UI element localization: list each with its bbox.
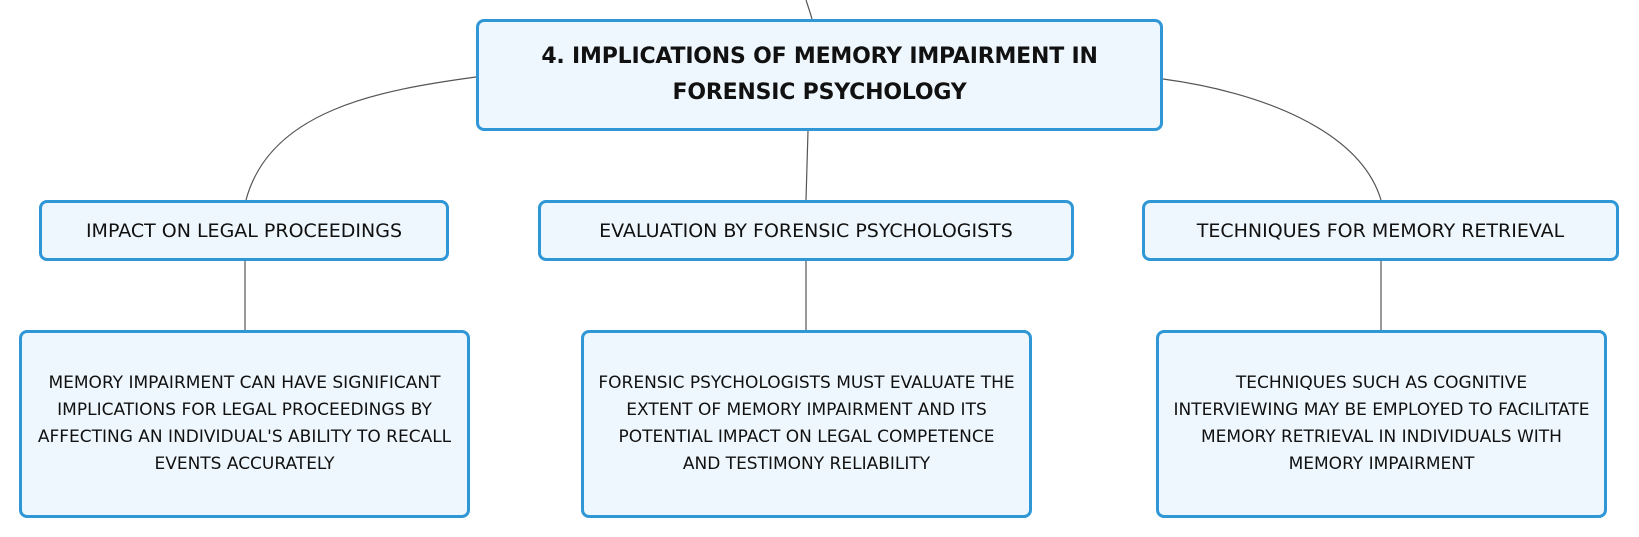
topic-label: IMPACT ON LEGAL PROCEEDINGS: [85, 219, 403, 242]
detail-node-impact-on-legal-proceedings[interactable]: MEMORY IMPAIRMENT CAN HAVE SIGNIFICANT I…: [19, 330, 470, 518]
detail-text: FORENSIC PSYCHOLOGISTS MUST EVALUATE THE…: [598, 373, 1015, 474]
connector-root-to-topic-2: [805, 130, 809, 201]
topic-node-impact-on-legal-proceedings[interactable]: IMPACT ON LEGAL PROCEEDINGS: [39, 200, 449, 261]
connector-root-to-topic-1: [245, 76, 477, 201]
connector-root-to-topic-3: [1162, 78, 1382, 201]
topic-node-techniques-for-memory-retrieval[interactable]: TECHNIQUES FOR MEMORY RETRIEVAL: [1142, 200, 1619, 261]
root-node[interactable]: 4. IMPLICATIONS OF MEMORY IMPAIRMENT IN …: [476, 19, 1163, 131]
detail-text: TECHNIQUES SUCH AS COGNITIVE INTERVIEWIN…: [1173, 373, 1590, 474]
topic-label: EVALUATION BY FORENSIC PSYCHOLOGISTS: [599, 219, 1013, 242]
detail-node-evaluation-by-forensic-psychologists[interactable]: FORENSIC PSYCHOLOGISTS MUST EVALUATE THE…: [581, 330, 1032, 518]
connector-from-parent: [805, 0, 813, 20]
topic-node-evaluation-by-forensic-psychologists[interactable]: EVALUATION BY FORENSIC PSYCHOLOGISTS: [538, 200, 1074, 261]
topic-label: TECHNIQUES FOR MEMORY RETRIEVAL: [1196, 219, 1565, 242]
detail-text: MEMORY IMPAIRMENT CAN HAVE SIGNIFICANT I…: [37, 373, 452, 474]
detail-node-techniques-for-memory-retrieval[interactable]: TECHNIQUES SUCH AS COGNITIVE INTERVIEWIN…: [1156, 330, 1607, 518]
root-title: 4. IMPLICATIONS OF MEMORY IMPAIRMENT IN …: [541, 44, 1098, 105]
